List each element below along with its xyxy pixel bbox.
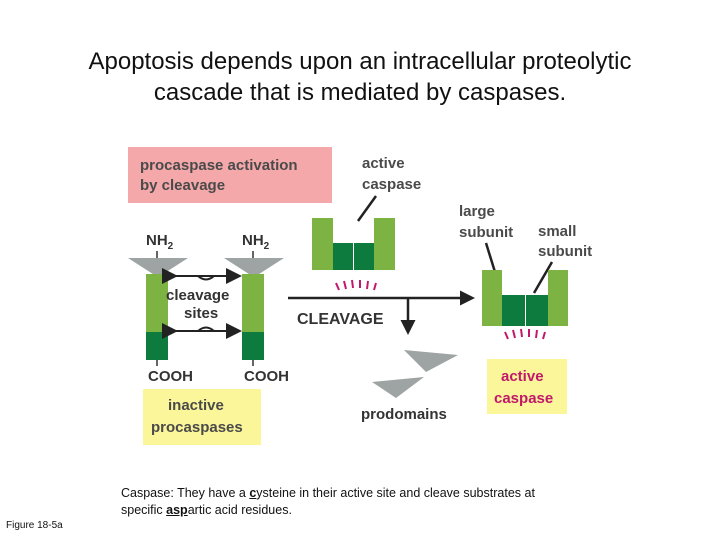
caption-asp: asp [166,503,188,517]
right-dark-right [526,295,548,326]
central-light-right [374,218,395,270]
active-caspase-central [312,218,395,270]
active-site-marks-central [335,279,377,291]
caption: Caspase: They have a cysteine in their a… [121,485,641,519]
procaspase-left [128,258,188,360]
procaspase-right [224,258,284,360]
active-caspase-label-line-1: active [362,155,405,172]
small-subunit-pointer [532,261,554,294]
caption-line2-post: artic acid residues. [187,503,292,517]
inactive-box-line-1: inactive [168,397,224,414]
cleavage-brace-lower [197,326,215,332]
caption-line-2: specific aspartic acid residues. [121,502,641,519]
cleavage-brace-upper [197,275,215,281]
cleavage-sites-line-2: sites [184,305,218,322]
central-light-left [312,218,333,270]
figure-label: Figure 18-5a [6,520,63,531]
procaspase-right-dark [242,332,264,360]
active-caspase-pointer [356,195,378,222]
prodomains-label: prodomains [361,406,447,423]
caption-colon-text: : They have a [170,486,250,500]
cooh-right-label: COOH [244,368,289,385]
active-caspase-right [482,270,568,326]
large-subunit-line-2: subunit [459,224,513,241]
nh2-right-label: NH2 [242,232,270,252]
prodomain-left [128,258,188,276]
activation-box [128,147,332,203]
caption-term: Caspase [121,486,171,500]
inactive-box [143,389,261,445]
title-line-1: Apoptosis depends upon an intracellular … [88,48,632,75]
procaspase-right-light [242,274,264,332]
prodomain-fragment-upper [404,350,458,372]
caption-line2-pre: specific [121,503,167,517]
inactive-box-line-2: procaspases [151,419,243,436]
small-subunit-line-1: small [538,223,576,240]
activation-box-line-2: by cleavage [140,177,225,194]
caption-c-letter: c [249,486,257,500]
cleavage-arrow-label: CLEAVAGE [297,311,384,328]
central-dark-right [354,243,374,270]
right-light-left [482,270,502,326]
right-dark-left [502,295,525,326]
caption-mid-text: ysteine in their active site and cleave … [256,486,535,500]
cooh-left-label: COOH [148,368,193,385]
procaspase-left-light [146,274,168,332]
activation-box-line-1: procaspase activation [140,157,298,174]
central-dark-left [333,243,353,270]
cleavage-sites-line-1: cleavage [166,287,229,304]
prodomain-right [224,258,284,276]
large-subunit-pointer [484,242,497,273]
active-site-marks-right [504,328,546,340]
caspase-cascade-diagram: procaspase activation by cleavage active… [128,147,592,445]
page-title: Apoptosis depends upon an intracellular … [40,46,680,108]
active-caspase-box-line-1: active [501,368,544,385]
active-caspase-box [487,359,567,414]
caption-line-1: Caspase: They have a cysteine in their a… [121,485,641,502]
title-line-2: cascade that is mediated by caspases. [153,79,567,106]
prodomain-fragment-lower [372,377,424,398]
active-caspase-box-line-2: caspase [494,390,553,407]
active-caspase-label-line-2: caspase [362,176,421,193]
large-subunit-line-1: large [459,203,495,220]
right-light-right [548,270,568,326]
nh2-left-label: NH2 [146,232,174,252]
procaspase-left-dark [146,332,168,360]
small-subunit-line-2: subunit [538,243,592,260]
